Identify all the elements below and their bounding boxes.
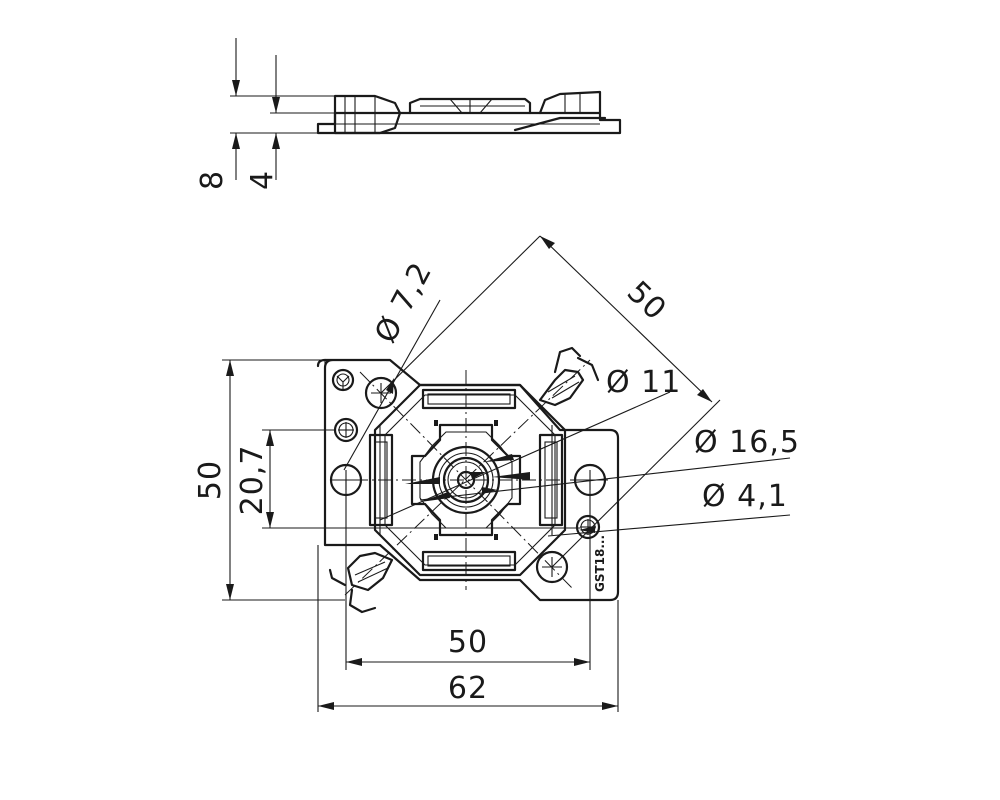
hole-bottom-right <box>535 550 569 584</box>
plate-marking: GST18... <box>593 535 607 592</box>
dia-11-label: Ø 11 <box>606 365 681 400</box>
cross-hub <box>410 423 522 537</box>
dim-hole-spacing-label: 50 <box>448 625 488 660</box>
side-dim-8-label: 8 <box>195 170 230 190</box>
dim-plate-width-label: 62 <box>448 671 488 706</box>
dim-plate-height-label: 50 <box>193 460 228 500</box>
base-plate <box>323 358 620 602</box>
pin-right <box>575 514 601 540</box>
dia-7-2-label: Ø 7,2 <box>368 257 439 349</box>
dim-diagonal-label: 50 <box>620 275 673 328</box>
dia-4-1-label: Ø 4,1 <box>702 479 788 514</box>
top-view: GST18... 50 20,7 50 62 <box>193 235 800 712</box>
dia-16-5-label: Ø 16,5 <box>694 425 800 460</box>
hole-top-left <box>364 376 398 410</box>
side-view: 8 4 <box>195 38 622 190</box>
clip-bottom-left <box>328 551 394 614</box>
logo-symbol <box>331 368 355 392</box>
dim-hole-offset-label: 20,7 <box>235 445 270 516</box>
side-dim-4-label: 4 <box>245 170 280 190</box>
clip-top-right <box>538 346 600 407</box>
